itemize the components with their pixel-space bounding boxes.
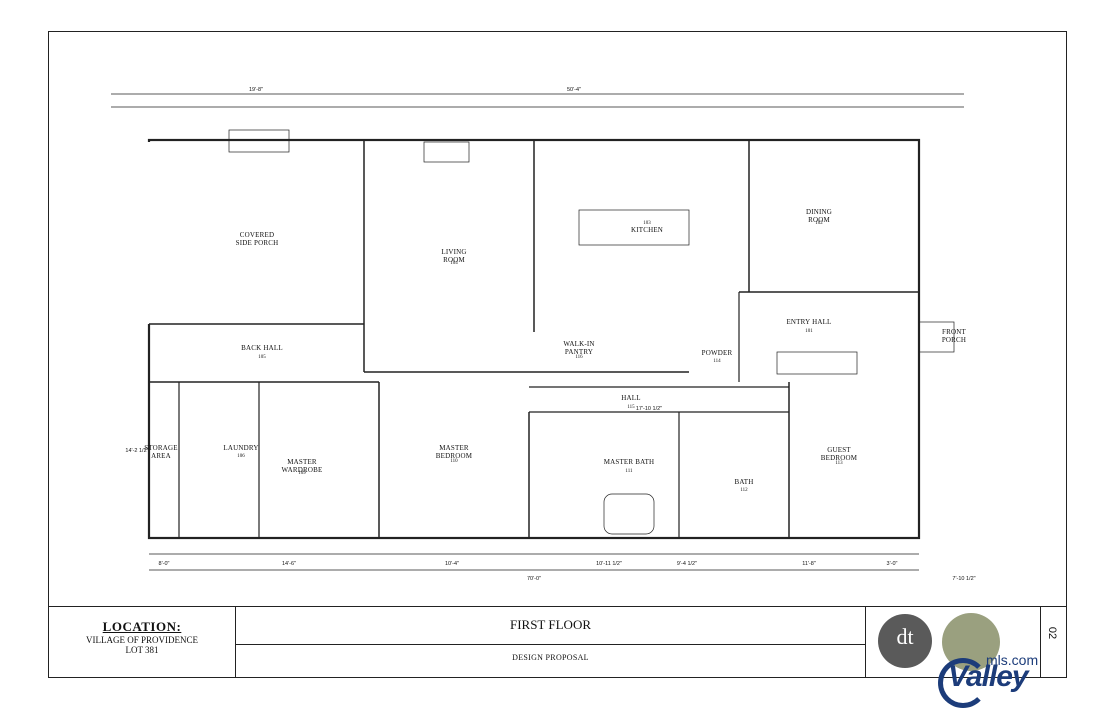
room-powder: POWDER xyxy=(702,349,733,357)
room-entry-hall: ENTRY HALL xyxy=(786,318,831,326)
sheet-title: FIRST FLOOR xyxy=(509,617,592,632)
room-entry-hall-number: 101 xyxy=(805,329,813,334)
room-kitchen: KITCHEN xyxy=(631,226,663,234)
dim-bottom-overall: 70'-0" xyxy=(527,576,541,582)
title-block: LOCATION: VILLAGE OF PROVIDENCE LOT 381 … xyxy=(49,607,1066,677)
location-block: LOCATION: VILLAGE OF PROVIDENCE LOT 381 xyxy=(49,607,236,677)
room-laundry-number: 106 xyxy=(237,454,245,459)
watermark-mls-text: mls.com xyxy=(986,652,1039,668)
room-powder-number: 114 xyxy=(713,359,721,364)
dt-logo: dt xyxy=(878,614,932,668)
room-living-number: 104 xyxy=(450,261,458,266)
title-divider xyxy=(236,644,865,645)
room-kitchen-number: 103 xyxy=(643,221,651,226)
sheet-number-block: 02 xyxy=(1041,607,1066,677)
watermark-valley-text: Valley xyxy=(948,660,1029,693)
dim-bottom-d: 9'-4 1/2" xyxy=(677,561,697,567)
dim-top-overall: 50'-4" xyxy=(567,87,581,93)
location-heading: LOCATION: xyxy=(102,619,182,634)
dim-bottom-f: 3'-0" xyxy=(887,561,898,567)
room-master-bath: MASTER BATH xyxy=(604,458,655,466)
room-wardrobe-number: 109 xyxy=(298,471,306,476)
dim-top-left: 19'-8" xyxy=(249,87,263,93)
sheet-title-block: FIRST FLOOR DESIGN PROPOSAL xyxy=(236,607,866,677)
dim-bottom-left: 8'-0" xyxy=(159,561,170,567)
sheet-number: 02 xyxy=(1046,626,1059,640)
room-guest-bedroom-number: 113 xyxy=(835,461,843,466)
room-bath-number: 112 xyxy=(740,488,748,493)
room-master-bath-number: 111 xyxy=(625,469,633,474)
dim-bottom-c: 10'-11 1/2" xyxy=(596,561,622,567)
room-bath: BATH xyxy=(734,478,753,486)
dim-bottom-b: 10'-4" xyxy=(445,561,459,567)
room-hall-number: 115 xyxy=(627,405,635,410)
dim-bottom-e: 11'-8" xyxy=(802,561,816,567)
dim-left-overall: 14'-2 1/2" xyxy=(125,448,148,454)
room-back-hall: BACK HALL xyxy=(241,344,283,352)
room-laundry: LAUNDRY xyxy=(223,444,258,452)
location-line-1: VILLAGE OF PROVIDENCE xyxy=(86,635,198,645)
room-hall: HALL xyxy=(621,394,640,402)
hall-dimension: 17'-10 1/2" xyxy=(636,406,662,412)
room-dining-number: 102 xyxy=(815,221,823,226)
room-master-bedroom-number: 110 xyxy=(450,459,458,464)
swoosh-icon xyxy=(938,658,988,708)
room-pantry-number: 116 xyxy=(575,355,583,360)
dim-bottom-a: 14'-6" xyxy=(282,561,296,567)
dim-right-front: 7'-10 1/2" xyxy=(952,576,975,582)
room-back-hall-number: 105 xyxy=(258,355,266,360)
location-line-2: LOT 381 xyxy=(125,645,159,655)
sheet-subtitle: DESIGN PROPOSAL xyxy=(512,653,589,662)
